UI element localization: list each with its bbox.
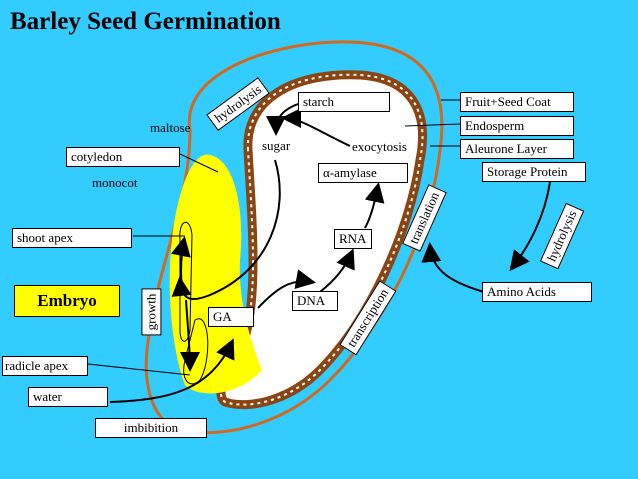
rna-label: RNA xyxy=(334,229,372,249)
exocytosis-arrow xyxy=(281,108,351,147)
maltose-label: maltose xyxy=(150,120,191,135)
growth-label: growth xyxy=(141,288,162,336)
starch-to-sugar-arrow xyxy=(266,103,299,136)
dna-to-rna-arrow xyxy=(319,248,355,293)
aleurone-layer-label: Aleurone Layer xyxy=(460,139,574,159)
cotyledon-label: cotyledon xyxy=(66,147,180,167)
sugar-label: sugar xyxy=(258,137,302,155)
growth-arrow xyxy=(171,236,191,291)
dna-label: DNA xyxy=(292,291,338,311)
water-arrow xyxy=(109,338,235,403)
ga-label: GA xyxy=(208,307,254,327)
radicle-apex-label: radicle apex xyxy=(2,356,88,376)
rna-to-amylase-arrow xyxy=(364,182,385,229)
alpha-amylase-label: α-amylase xyxy=(318,163,408,183)
embryo-label: Embryo xyxy=(14,285,120,317)
exocytosis-label: exocytosis xyxy=(352,139,407,154)
amino-acids-label: Amino Acids xyxy=(482,282,592,302)
page-title: Barley Seed Germination xyxy=(10,8,281,35)
growth-down-arrow xyxy=(179,299,200,372)
sugar-to-shoot-arrow xyxy=(171,159,281,301)
shoot-apex-label: shoot apex xyxy=(12,228,132,248)
monocot-label: monocot xyxy=(92,175,138,190)
ga-to-dna-arrow xyxy=(257,269,316,309)
storage-protein-label: Storage Protein xyxy=(482,162,586,182)
imbibition-label: imbibition xyxy=(95,418,207,438)
starch-label: starch xyxy=(298,92,390,112)
amino-to-aleurone-arrow xyxy=(421,242,485,293)
water-label: water xyxy=(28,387,108,407)
endosperm-label: Endosperm xyxy=(460,116,574,136)
fruit-seed-coat-label: Fruit+Seed Coat xyxy=(460,92,574,112)
storage-protein-arrow xyxy=(509,181,551,272)
